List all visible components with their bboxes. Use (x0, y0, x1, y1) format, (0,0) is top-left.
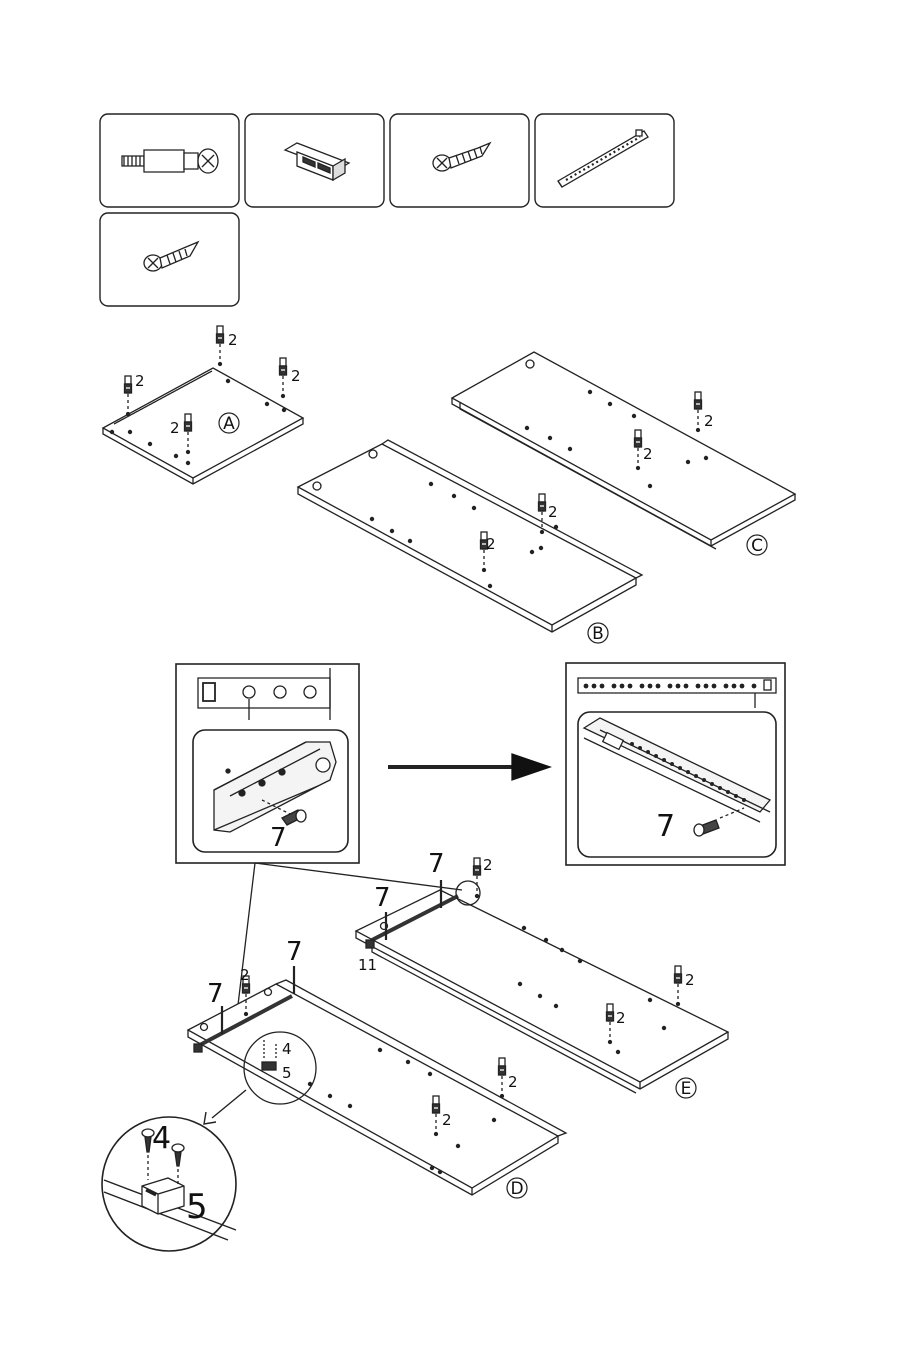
screw-7-label: 7 (374, 883, 391, 913)
qty-label: 2 (291, 367, 301, 385)
screw-7-label: 7 (428, 849, 445, 879)
drawer-runner-icon (558, 130, 648, 187)
qty-label: 2 (240, 966, 250, 984)
parts-palette (100, 114, 674, 306)
qty-label: 2 (685, 971, 695, 989)
cam-bolt-icon (122, 149, 218, 173)
panel-label-e: E (676, 1078, 696, 1099)
catch-screw-label: 4 (152, 1121, 171, 1156)
qty-label: 2 (643, 445, 653, 463)
svg-text:E: E (681, 1079, 692, 1099)
svg-text:A: A (223, 414, 235, 434)
transition-arrow (388, 754, 550, 780)
runner-detail-left (176, 664, 359, 863)
screw-7-label: 7 (656, 809, 675, 844)
svg-text:D: D (510, 1179, 523, 1199)
qty-label: 2 (442, 1111, 452, 1129)
svg-text:C: C (751, 536, 763, 556)
screw-icon (433, 143, 490, 171)
screw-7-label: 7 (270, 823, 287, 853)
qty-label: 2 (508, 1073, 518, 1091)
qty-label: 2 (486, 535, 496, 553)
runner-part-label: 11 (358, 956, 377, 974)
qty-label: 2 (170, 419, 180, 437)
catch-part-label: 5 (186, 1187, 208, 1227)
runner-detail-right (566, 663, 785, 865)
small-screw-icon (144, 242, 198, 271)
screw-7-label: 7 (286, 937, 303, 967)
magnetic-catch-icon (285, 143, 349, 180)
panel-label-d: D (507, 1178, 527, 1199)
qty-label: 2 (135, 372, 145, 390)
qty-label: 2 (704, 412, 714, 430)
catch-screw-label: 4 (282, 1040, 292, 1058)
catch-part-label: 5 (282, 1064, 292, 1082)
screw-7-label: 7 (207, 979, 224, 1009)
qty-label: 2 (548, 503, 558, 521)
qty-label: 2 (483, 856, 493, 874)
panel-label-b: B (588, 623, 608, 644)
panel-label-c: C (747, 535, 767, 556)
qty-label: 2 (616, 1009, 626, 1027)
panel-a (103, 326, 303, 484)
qty-label: 2 (228, 331, 238, 349)
svg-text:B: B (592, 624, 604, 644)
